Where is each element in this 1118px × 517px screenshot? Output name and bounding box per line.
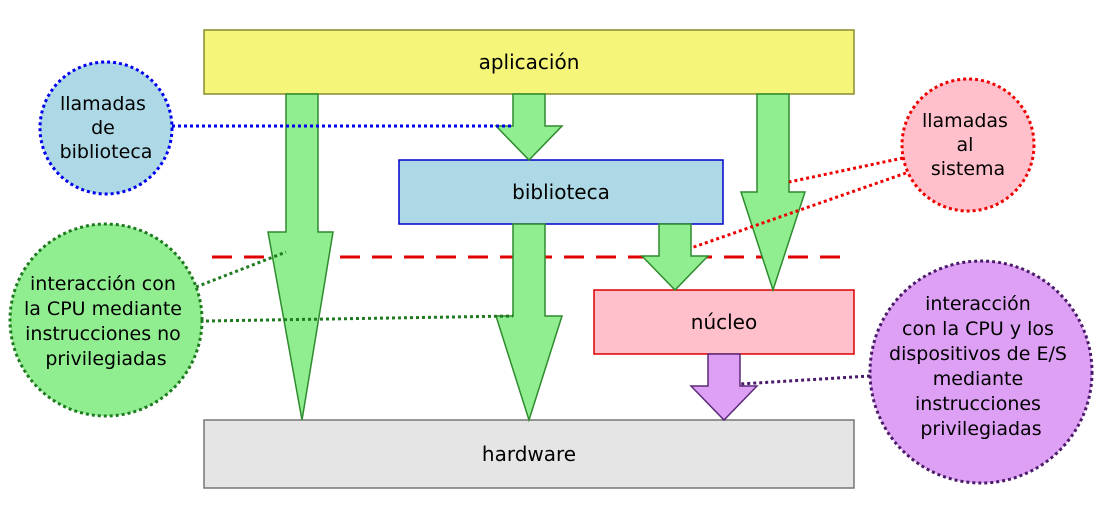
privileged-line: dispositivos de E/S <box>889 343 1067 365</box>
privileged-text: interacción con la CPU y los dispositivo… <box>889 293 1073 440</box>
library-calls-text: llamadas de biblioteca <box>60 93 153 163</box>
arrow-kernel-to-hardware <box>689 353 759 422</box>
library-box <box>398 159 724 225</box>
application-label: aplicación <box>479 50 580 74</box>
unprivileged-line: privilegiadas <box>45 348 166 370</box>
hardware-label: hardware <box>482 442 576 466</box>
connector-unprivileged-1 <box>195 250 287 289</box>
library-calls-line: de <box>91 117 115 139</box>
arrow-app-to-library <box>494 93 564 162</box>
hardware-box <box>203 419 855 489</box>
system-calls-line: llamadas <box>922 110 1008 132</box>
privileged-line: con la CPU y los <box>902 318 1054 340</box>
kernel-label: núcleo <box>691 310 757 334</box>
privileged-line: mediante <box>933 368 1023 390</box>
kernel-box <box>593 289 855 355</box>
system-calls-text: llamadas al sistema <box>922 110 1014 180</box>
connector-privileged <box>739 374 871 386</box>
privileged-line: privilegiadas <box>920 418 1041 440</box>
connector-system-calls-2 <box>690 171 907 250</box>
application-box <box>203 29 855 95</box>
library-label: biblioteca <box>512 180 610 204</box>
privileged-line: instrucciones <box>915 393 1041 415</box>
arrow-library-to-kernel <box>640 223 710 292</box>
library-calls-circle <box>38 60 174 196</box>
unprivileged-text: interacción con la CPU mediante instrucc… <box>24 273 188 370</box>
unprivileged-circle <box>8 222 204 418</box>
system-calls-line: sistema <box>931 158 1005 180</box>
privileged-line: interacción <box>925 293 1031 315</box>
unprivileged-line: instrucciones no <box>25 323 181 345</box>
library-calls-line: biblioteca <box>60 141 153 163</box>
arrow-app-to-kernel <box>739 93 807 293</box>
arrow-app-to-hardware <box>267 93 334 421</box>
unprivileged-line: interacción con <box>30 273 176 295</box>
system-calls-circle <box>900 77 1036 213</box>
connector-unprivileged-2 <box>205 314 514 323</box>
arrow-library-to-hardware <box>494 223 564 423</box>
system-calls-line: al <box>957 134 974 156</box>
connector-system-calls-1 <box>788 156 904 184</box>
unprivileged-line: la CPU mediante <box>24 298 182 320</box>
library-calls-line: llamadas <box>60 93 146 115</box>
privileged-circle <box>868 259 1094 485</box>
